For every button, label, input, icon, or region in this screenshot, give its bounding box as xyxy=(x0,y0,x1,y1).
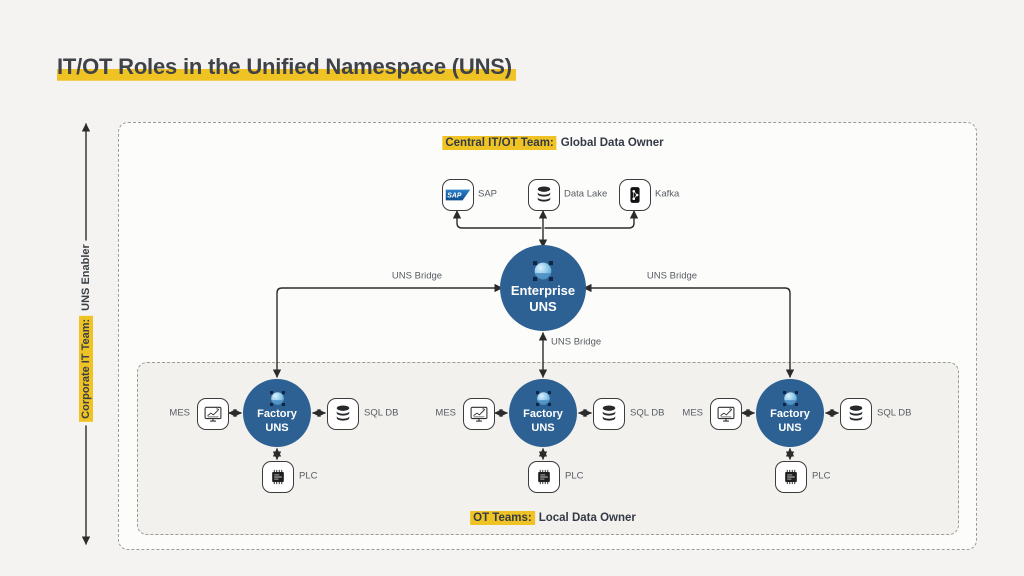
uns-bridge-label-right: UNS Bridge xyxy=(646,270,698,282)
sql-db-label-2: SQL DB xyxy=(630,407,665,419)
factory-uns-line1: Factory xyxy=(523,407,563,420)
kafka-node xyxy=(619,179,651,211)
data-lake-node xyxy=(528,179,560,211)
ot-teams-highlight: OT Teams: xyxy=(470,511,535,525)
plc-chip-icon xyxy=(538,469,550,485)
sap-system-node: SAP xyxy=(442,179,474,211)
plc-label-2: PLC xyxy=(565,470,584,482)
mes-monitor-icon xyxy=(204,406,222,422)
plc-chip-icon xyxy=(785,469,797,485)
plc-node-3 xyxy=(775,461,807,493)
ot-teams-label: OT Teams:Local Data Owner xyxy=(470,511,636,525)
enterprise-uns-line2: UNS xyxy=(529,299,557,314)
mes-label-3: MES xyxy=(682,407,703,419)
factory-uns-line2: UNS xyxy=(531,421,555,434)
mes-monitor-icon xyxy=(717,406,735,422)
central-team-plain: Global Data Owner xyxy=(560,137,664,149)
uns-sphere-icon xyxy=(533,260,553,281)
database-icon xyxy=(336,405,350,421)
plc-label-3: PLC xyxy=(812,470,831,482)
central-team-label: Central IT/OT Team:Global Data Owner xyxy=(442,136,664,150)
mes-monitor-icon xyxy=(470,406,488,422)
corporate-it-axis-highlight: Corporate IT Team: xyxy=(79,315,93,422)
mes-node-3 xyxy=(710,398,742,430)
uns-sphere-icon xyxy=(782,390,798,406)
sap-label: SAP xyxy=(478,188,498,200)
factory-uns-line1: Factory xyxy=(770,407,810,420)
sql-db-label-3: SQL DB xyxy=(877,407,912,419)
factory-uns-node-1: Factory UNS xyxy=(243,379,311,447)
factory-uns-node-2: Factory UNS xyxy=(509,379,577,447)
factory-uns-line1: Factory xyxy=(257,407,297,420)
sql-db-node-1 xyxy=(327,398,359,430)
corporate-it-axis-label: Corporate IT Team: UNS Enabler xyxy=(79,244,93,422)
sql-db-node-3 xyxy=(840,398,872,430)
enterprise-uns-line1: Enterprise xyxy=(510,282,576,298)
data-lake-label: Data Lake xyxy=(564,188,608,200)
sap-logo-text: SAP xyxy=(447,193,462,200)
plc-node-1 xyxy=(262,461,294,493)
factory-uns-line2: UNS xyxy=(265,421,289,434)
ot-teams-plain: Local Data Owner xyxy=(538,512,636,524)
uns-sphere-icon xyxy=(269,390,285,406)
plc-label-1: PLC xyxy=(299,470,318,482)
plc-node-2 xyxy=(528,461,560,493)
database-icon xyxy=(537,186,551,202)
sql-db-label-1: SQL DB xyxy=(364,407,399,419)
database-icon xyxy=(849,405,863,421)
sql-db-node-2 xyxy=(593,398,625,430)
central-team-highlight: Central IT/OT Team: xyxy=(442,136,557,150)
kafka-icon xyxy=(630,187,640,203)
mes-node-2 xyxy=(463,398,495,430)
enterprise-uns-node: Enterprise UNS xyxy=(500,245,586,331)
uns-bridge-label-down: UNS Bridge xyxy=(551,336,602,348)
uns-sphere-icon xyxy=(535,390,551,406)
mes-node-1 xyxy=(197,398,229,430)
corporate-it-axis-plain: UNS Enabler xyxy=(80,244,92,311)
database-icon xyxy=(602,405,616,421)
page-title: IT/OT Roles in the Unified Namespace (UN… xyxy=(57,54,516,82)
sap-logo-icon: SAP xyxy=(445,189,471,201)
plc-chip-icon xyxy=(272,469,284,485)
factory-uns-line2: UNS xyxy=(778,421,802,434)
kafka-label: Kafka xyxy=(655,188,680,200)
mes-label-1: MES xyxy=(169,407,190,419)
factory-uns-node-3: Factory UNS xyxy=(756,379,824,447)
uns-bridge-label-left: UNS Bridge xyxy=(391,270,443,282)
mes-label-2: MES xyxy=(435,407,456,419)
